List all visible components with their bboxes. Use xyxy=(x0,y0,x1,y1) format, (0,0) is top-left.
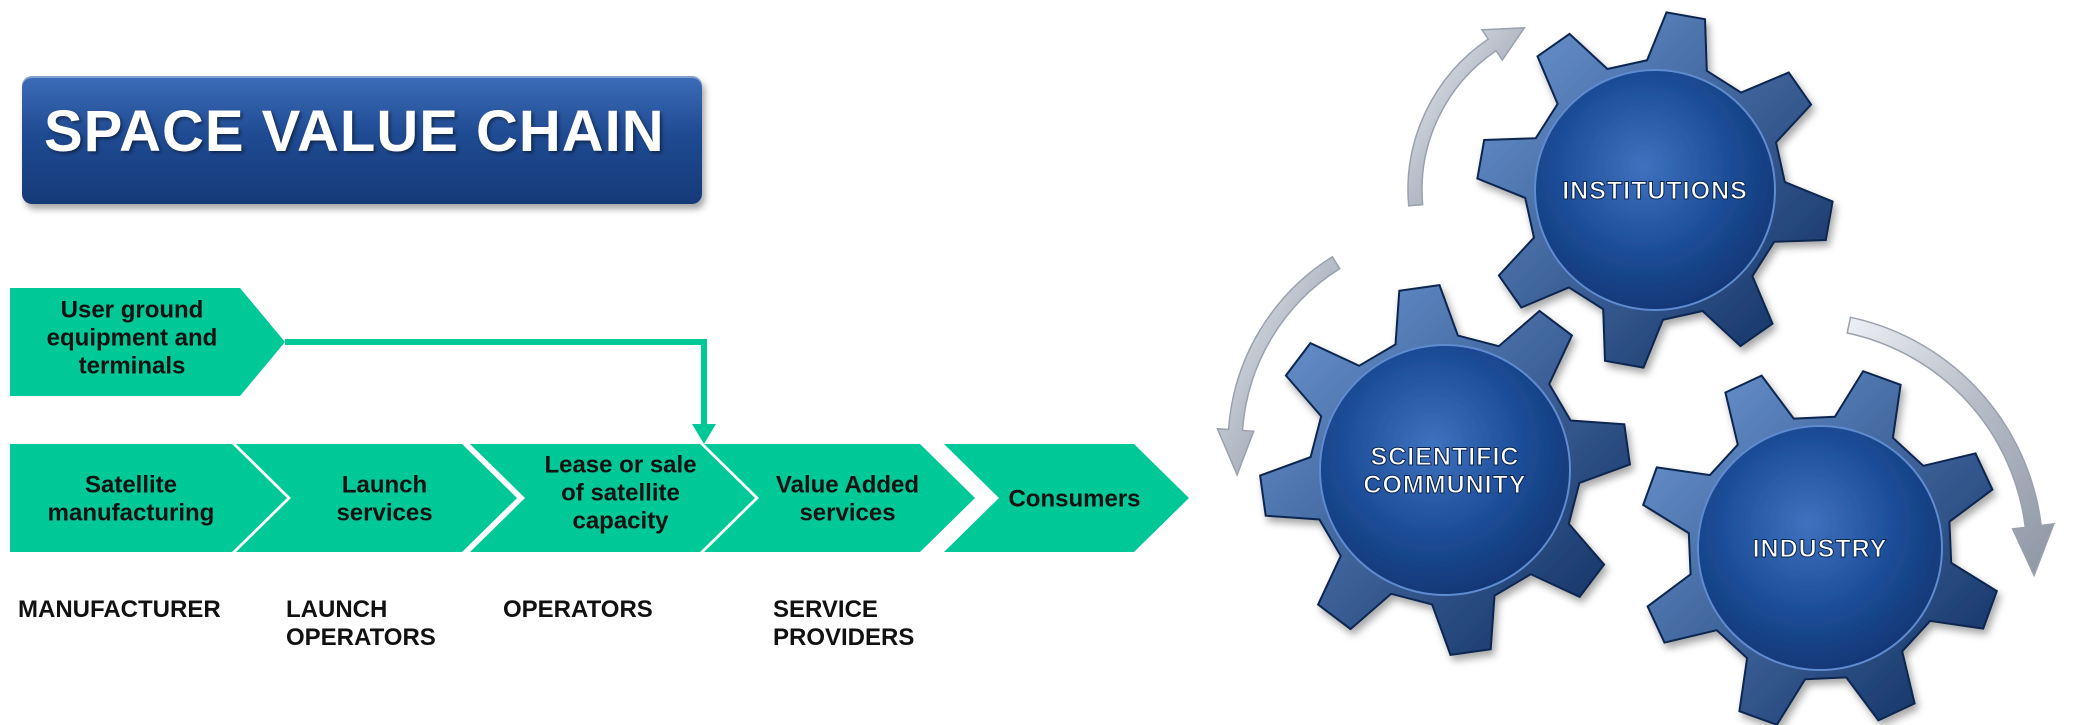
step-consumers: Consumers xyxy=(944,444,1189,552)
gear-hub xyxy=(1534,69,1776,311)
role-operators: OPERATORS xyxy=(503,596,653,623)
step-label: Consumers xyxy=(1008,485,1140,512)
gear-hub xyxy=(1319,344,1571,596)
role-service-providers: SERVICE PROVIDERS xyxy=(773,596,915,651)
cycle-arrow-top xyxy=(1407,26,1526,207)
chevron-shape xyxy=(944,444,1189,552)
chevron-shape xyxy=(704,444,975,552)
chevron-shape xyxy=(10,444,287,552)
chevron-shape xyxy=(470,444,755,552)
gear-label: INDUSTRY xyxy=(1753,535,1888,563)
gear-industry: INDUSTRY xyxy=(1641,369,1999,725)
gear-institutions: INSTITUTIONS xyxy=(1476,11,1834,369)
chevron-shape xyxy=(236,444,517,552)
step-shape xyxy=(10,288,285,396)
gear-hub xyxy=(1697,425,1943,671)
page-title: SPACE VALUE CHAIN xyxy=(44,99,665,164)
gear-label: INSTITUTIONS xyxy=(1562,177,1748,205)
connector-line xyxy=(285,339,707,432)
role-launch-operators: LAUNCH OPERATORS xyxy=(286,596,436,651)
cycle-arrow-right xyxy=(1846,316,2056,578)
connector-arrowhead xyxy=(692,424,716,444)
title-banner: SPACE VALUE CHAIN xyxy=(22,76,702,204)
cycle-arrow-left xyxy=(1216,255,1341,477)
role-manufacturer: MANUFACTURER xyxy=(18,596,221,623)
